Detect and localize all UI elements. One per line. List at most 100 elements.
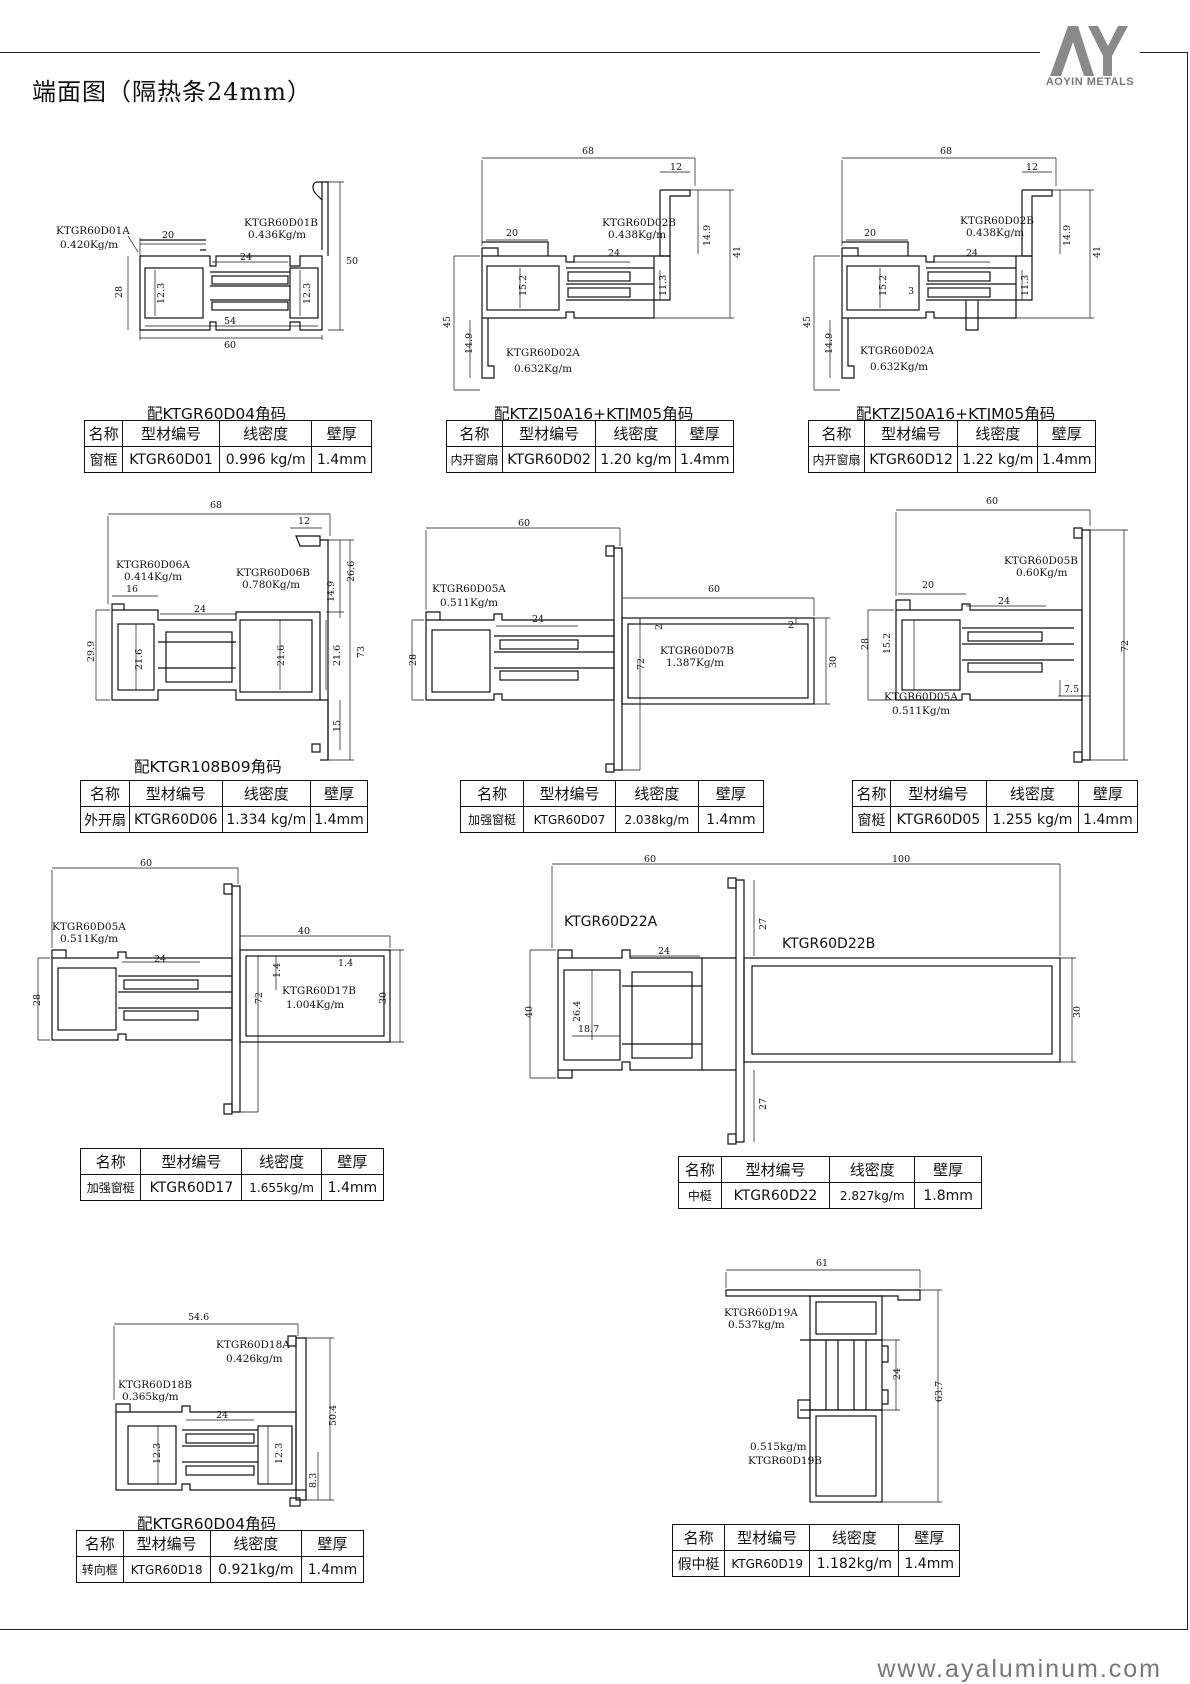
dim-label: 45 [802, 316, 813, 328]
cell-thickness: 1.4mm [898, 1550, 960, 1577]
cell-thickness: 1.4mm [697, 806, 765, 833]
dim-label: 12 [298, 516, 310, 527]
dim-label: 24 [154, 954, 166, 965]
header-code: 型材编号 [129, 780, 223, 807]
cell-name: 转向框 [76, 1556, 124, 1583]
section-caption: 配KTGR60D04角码 [137, 1515, 277, 1533]
cell-name: 窗梃 [852, 806, 891, 833]
cell-density: 1.255 kg/m [985, 806, 1079, 833]
dim-label: 28 [114, 286, 125, 298]
dim-label: 68 [940, 146, 952, 157]
header-density: 线密度 [957, 420, 1039, 447]
dim-label: 20 [922, 580, 934, 591]
dims-ktgr60d19 [725, 1269, 942, 1503]
profile-code: KTGR60D01A [56, 225, 130, 237]
cell-density: 1.334 kg/m [221, 806, 312, 833]
dim-label: 72 [1120, 640, 1131, 652]
dim-label: 11.3 [658, 275, 669, 296]
dim-label: 29.9 [86, 641, 97, 662]
dim-label: 2 [654, 624, 665, 630]
dim-label: 50 [346, 256, 358, 267]
cell-code: KTGR60D17 [140, 1174, 243, 1201]
header-thickness: 壁厚 [914, 1156, 982, 1183]
dim-label: 20 [162, 230, 174, 241]
dim-label: 27 [758, 918, 769, 930]
profile-code: KTGR60D18B [118, 1379, 192, 1391]
header-name: 名称 [79, 780, 131, 807]
dim-label: 60 [986, 496, 998, 507]
logo-mark-icon [1050, 26, 1128, 76]
dim-label: 12.3 [274, 1443, 285, 1464]
profile-ktgr60d18 [115, 1335, 307, 1507]
dim-label: 30 [378, 992, 389, 1004]
dim-label: 2 [788, 620, 794, 631]
cell-code: KTGR60D22 [720, 1182, 831, 1209]
dim-label: 14.9 [326, 581, 337, 602]
page-title: 端面图（隔热条24mm） [32, 78, 313, 106]
dim-label: 24 [998, 596, 1010, 607]
header-thickness: 壁厚 [697, 780, 765, 807]
dims-ktgr60d05 [867, 509, 1128, 761]
header-code: 型材编号 [122, 1530, 211, 1557]
dim-label: 11.3 [1020, 275, 1031, 296]
dim-label: 28 [860, 638, 871, 650]
dim-label: 14.9 [824, 333, 835, 354]
profile-weight: 0.511Kg/m [892, 705, 950, 717]
dim-label: 24 [892, 1368, 903, 1380]
dim-label: 7.5 [1064, 684, 1079, 695]
cell-thickness: 1.4mm [310, 806, 368, 833]
cell-name: 内开窗扇 [808, 446, 865, 473]
dim-label: 24 [658, 946, 670, 957]
profile-weight: 0.60Kg/m [1016, 567, 1067, 579]
cell-name: 假中梃 [671, 1550, 726, 1577]
dim-label: 28 [32, 994, 43, 1006]
profile-weight: 0.365kg/m [122, 1391, 179, 1403]
dim-label: 73 [356, 646, 367, 658]
dim-label: 12.3 [152, 1443, 163, 1464]
profile-weight: 0.537kg/m [728, 1319, 785, 1331]
dim-label: 1.4 [272, 963, 283, 978]
dim-label: 21.6 [332, 645, 343, 666]
profile-code: KTGR60D19A [724, 1307, 798, 1319]
profile-weight: 0.420Kg/m [60, 239, 118, 251]
cell-code: KTGR60D06 [129, 806, 223, 833]
header-density: 线密度 [809, 1524, 900, 1551]
profile-weight: 0.515kg/m [750, 1441, 807, 1453]
dim-label: 28 [408, 654, 419, 666]
dim-label: 15.2 [518, 275, 529, 296]
profile-weight: 0.436Kg/m [248, 229, 306, 241]
profile-code: KTGR60D01B [244, 217, 318, 229]
section-caption: 配KTZJ50A16+KTJM05角码 [494, 405, 694, 423]
profile-weight: 0.426kg/m [226, 1353, 283, 1365]
cell-code: KTGR60D02 [501, 446, 597, 473]
dim-label: 68 [582, 146, 594, 157]
dim-label: 45 [442, 316, 453, 328]
header-code: 型材编号 [724, 1524, 811, 1551]
dim-label: 40 [524, 1006, 535, 1018]
section-caption: 配KTZJ50A16+KTJM05角码 [856, 405, 1056, 423]
profile-code: KTGR60D06A [116, 559, 190, 571]
dim-label: 72 [636, 658, 647, 670]
dim-label: 15.2 [882, 633, 893, 654]
cell-density: 1.182kg/m [809, 1550, 900, 1577]
header-density: 线密度 [595, 420, 677, 447]
profile-code: KTGR60D19B [748, 1455, 822, 1467]
profile-code: KTGR60D02A [860, 345, 934, 357]
cell-code: KTGR60D19 [724, 1550, 811, 1577]
header-density: 线密度 [221, 780, 312, 807]
dim-label: 63.7 [934, 1381, 945, 1402]
dim-label: 1.4 [338, 958, 353, 969]
dim-label: 26.4 [572, 1001, 583, 1022]
dim-label: 60 [140, 858, 152, 869]
profile-code: KTGR60D02B [602, 217, 676, 229]
dim-label: 14.9 [702, 225, 713, 246]
cell-code: KTGR60D12 [863, 446, 959, 473]
dim-label: 50.4 [328, 1405, 339, 1426]
header-name: 名称 [446, 420, 503, 447]
profile-code: KTGR60D05A [884, 691, 958, 703]
header-name: 名称 [852, 780, 891, 807]
